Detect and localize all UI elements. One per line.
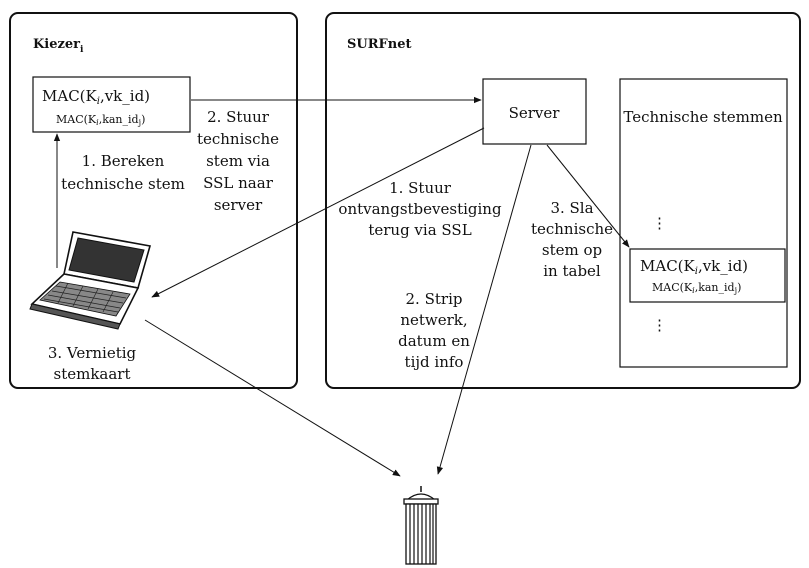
svg-text:in tabel: in tabel	[543, 262, 601, 280]
table-entry	[629, 248, 786, 303]
step-vernietig-label: 3. Vernietig stemkaart	[48, 344, 137, 383]
step-stuur-stem-label: 2. Stuur technische stem via SSL naar se…	[197, 108, 279, 214]
svg-text:1. Bereken: 1. Bereken	[82, 152, 165, 170]
svg-text:1. Stuur: 1. Stuur	[389, 179, 452, 197]
svg-text:terug via SSL: terug via SSL	[368, 221, 471, 239]
svg-text:ontvangstbevestiging: ontvangstbevestiging	[338, 200, 502, 218]
laptop-icon	[29, 231, 152, 330]
mac-box-left-line2: MAC(Ki,kan_idj)	[56, 113, 145, 127]
mac-box-left-line1: MAC(Ki,vk_id)	[42, 87, 150, 107]
svg-text:2. Strip: 2. Strip	[406, 290, 463, 308]
svg-text:stem via: stem via	[206, 152, 270, 170]
svg-text:technische: technische	[531, 220, 613, 238]
kiezer-title: Kiezeri	[33, 37, 84, 55]
svg-text:datum en: datum en	[398, 332, 470, 350]
svg-text:server: server	[214, 196, 263, 214]
arrow-server-to-laptop	[151, 127, 485, 298]
svg-text:netwerk,: netwerk,	[400, 311, 467, 329]
surfnet-title: SURFnet	[347, 37, 412, 52]
kiezer-container	[9, 12, 298, 389]
table-dots-bottom: ⋮	[652, 316, 667, 334]
mac-box-left	[32, 76, 191, 133]
svg-text:3. Vernietig: 3. Vernietig	[48, 344, 137, 362]
technische-stemmen-table	[619, 78, 788, 368]
svg-text:technische stem: technische stem	[61, 175, 185, 193]
step-strip-label: 2. Strip netwerk, datum en tijd info	[398, 290, 470, 371]
svg-text:SSL naar: SSL naar	[203, 174, 274, 192]
surfnet-container	[325, 12, 801, 389]
svg-text:technische: technische	[197, 130, 279, 148]
table-entry-line2: MAC(Ki,kan_idj)	[652, 281, 741, 295]
table-entry-line1: MAC(Ki,vk_id)	[640, 257, 748, 277]
arrow-laptop-to-trash	[144, 319, 401, 477]
svg-text:tijd info: tijd info	[405, 353, 464, 371]
svg-text:stem op: stem op	[542, 241, 602, 259]
step-ontvangst-label: 1. Stuur ontvangstbevestiging terug via …	[338, 179, 502, 239]
arrow-server-to-trash	[436, 144, 532, 475]
table-title: Technische stemmen	[623, 108, 783, 126]
step-sla-op-label: 3. Sla technische stem op in tabel	[531, 199, 613, 280]
server-box	[482, 78, 587, 145]
svg-text:3. Sla: 3. Sla	[550, 199, 593, 217]
svg-text:2. Stuur: 2. Stuur	[207, 108, 270, 126]
table-dots-top: ⋮	[652, 214, 667, 232]
svg-text:stemkaart: stemkaart	[54, 365, 131, 383]
server-label: Server	[509, 104, 561, 122]
trash-can-icon	[403, 486, 439, 565]
arrow-server-to-table	[546, 144, 630, 248]
step-bereken-label: 1. Bereken technische stem	[61, 152, 185, 193]
